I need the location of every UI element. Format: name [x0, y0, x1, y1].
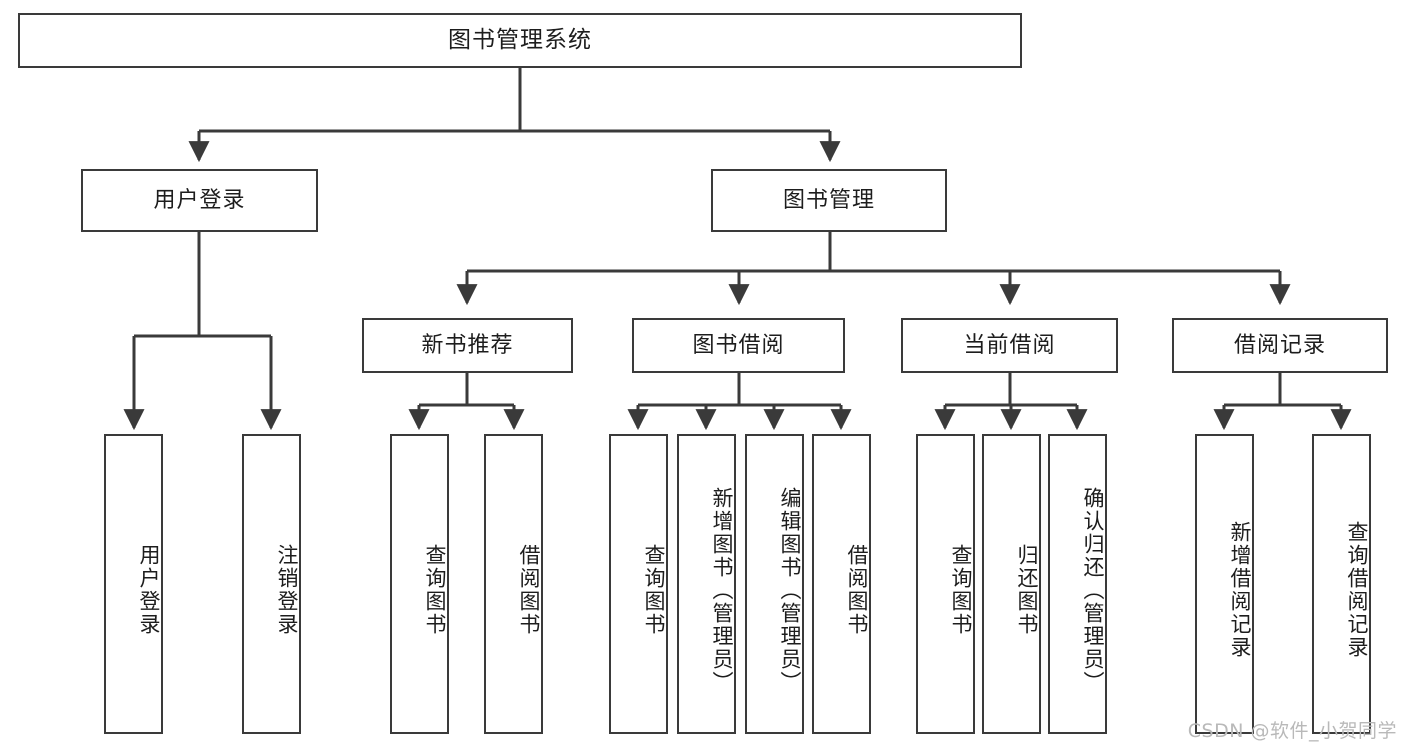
node-label: 借阅图书: [517, 544, 541, 636]
node-label: 查询图书: [949, 544, 973, 636]
node-label: 图书管理系统: [448, 27, 592, 54]
node-user-login[interactable]: 用户登录: [81, 169, 318, 232]
node-root-system[interactable]: 图书管理系统: [18, 13, 1022, 68]
node-label: 编辑图书（管理员）: [778, 486, 802, 694]
node-label: 借阅图书: [845, 544, 869, 636]
leaf-logout-login[interactable]: 注销登录: [242, 434, 301, 734]
node-label: 查询图书: [423, 544, 447, 636]
node-book-manage[interactable]: 图书管理: [711, 169, 947, 232]
node-borrow-record[interactable]: 借阅记录: [1172, 318, 1388, 373]
leaf-add-borrow-record[interactable]: 新增借阅记录: [1195, 434, 1254, 734]
node-label: 归还图书: [1015, 544, 1039, 636]
node-label: 图书管理: [782, 187, 875, 213]
leaf-return-book[interactable]: 归还图书: [982, 434, 1041, 734]
leaf-query-borrow-record[interactable]: 查询借阅记录: [1312, 434, 1371, 734]
node-label: 查询图书: [642, 544, 666, 636]
leaf-add-book-admin[interactable]: 新增图书（管理员）: [677, 434, 736, 734]
leaf-edit-book-admin[interactable]: 编辑图书（管理员）: [745, 434, 804, 734]
node-label: 用户登录: [153, 187, 246, 213]
node-label: 新增借阅记录: [1228, 521, 1252, 659]
node-label: 用户登录: [137, 544, 161, 636]
csdn-watermark: CSDN @软件_小贺同学: [1187, 720, 1397, 742]
leaf-borrow-book-recommend[interactable]: 借阅图书: [484, 434, 543, 734]
node-label: 图书借阅: [692, 332, 785, 358]
leaf-user-login[interactable]: 用户登录: [104, 434, 163, 734]
leaf-query-book-borrow[interactable]: 查询图书: [609, 434, 668, 734]
node-current-borrow[interactable]: 当前借阅: [901, 318, 1118, 373]
node-label: 注销登录: [275, 544, 299, 636]
node-book-borrow[interactable]: 图书借阅: [632, 318, 845, 373]
leaf-confirm-return-admin[interactable]: 确认归还（管理员）: [1048, 434, 1107, 734]
node-label: 查询借阅记录: [1345, 521, 1369, 659]
node-label: 借阅记录: [1233, 332, 1326, 358]
node-new-book-recommend[interactable]: 新书推荐: [362, 318, 573, 373]
node-label: 新增图书（管理员）: [710, 486, 734, 694]
leaf-borrow-book-borrow[interactable]: 借阅图书: [812, 434, 871, 734]
leaf-query-book-recommend[interactable]: 查询图书: [390, 434, 449, 734]
leaf-query-book-current[interactable]: 查询图书: [916, 434, 975, 734]
node-label: 新书推荐: [421, 332, 514, 358]
node-label: 确认归还（管理员）: [1081, 486, 1105, 694]
node-label: 当前借阅: [963, 332, 1056, 358]
